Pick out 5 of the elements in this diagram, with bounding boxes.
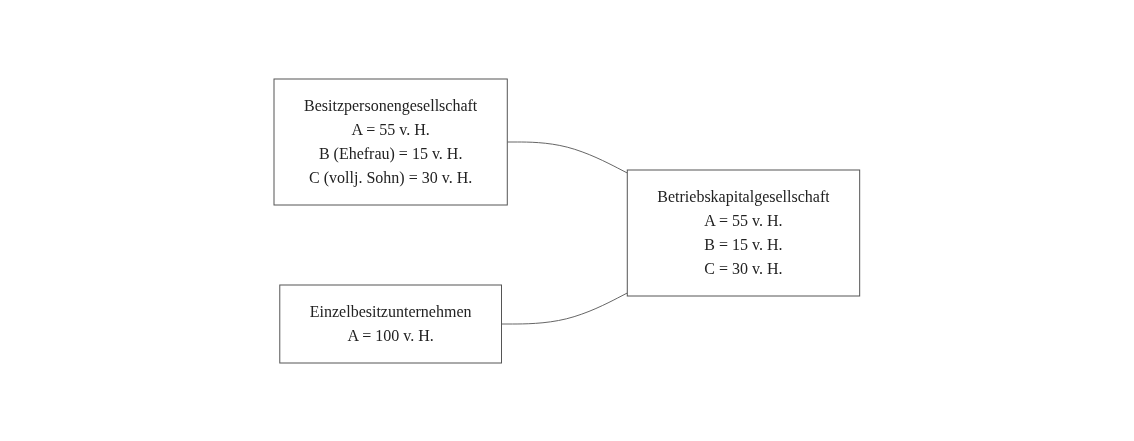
node-box: Betriebskapitalgesellschaft A = 55 v. H. B = 15 v. H. C = 30 v. H. <box>626 169 861 296</box>
node-box: Besitzpersonengesellschaft A = 55 v. H. B (Ehefrau) = 15 v. H. C (vollj. Sohn) = 30 v. H. <box>273 78 508 205</box>
connector <box>506 141 628 173</box>
node-box: Einzelbesitzunternehmen A = 100 v. H. <box>279 284 503 363</box>
connector <box>501 292 628 324</box>
